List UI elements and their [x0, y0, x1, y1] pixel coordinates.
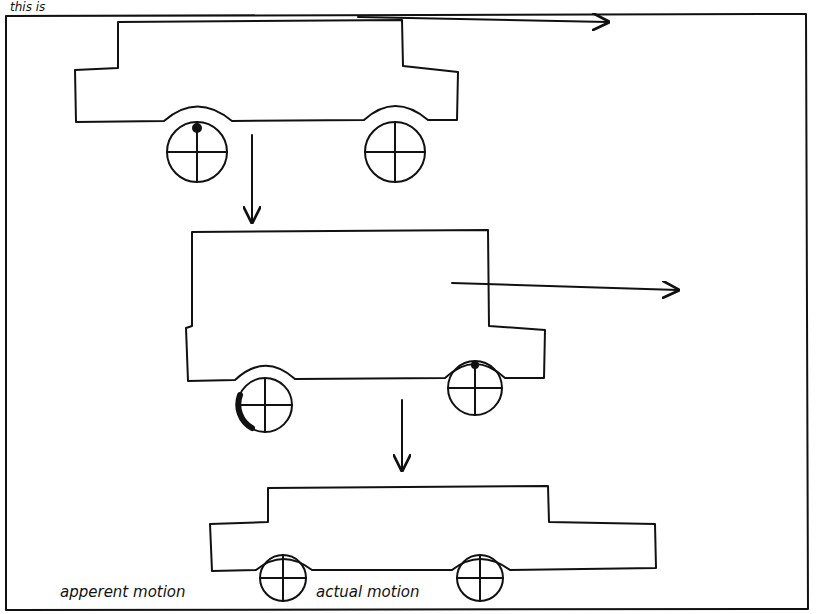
car-bottom: [210, 486, 656, 601]
motion-label: apperent motion: [60, 584, 186, 601]
motion-label: actual motion: [316, 584, 419, 601]
car-middle: [186, 230, 678, 432]
car-top: [75, 17, 608, 182]
step-arrow: [401, 400, 403, 470]
frame: [6, 14, 808, 610]
step-arrow: [251, 135, 253, 222]
header-note: this is: [10, 1, 45, 14]
